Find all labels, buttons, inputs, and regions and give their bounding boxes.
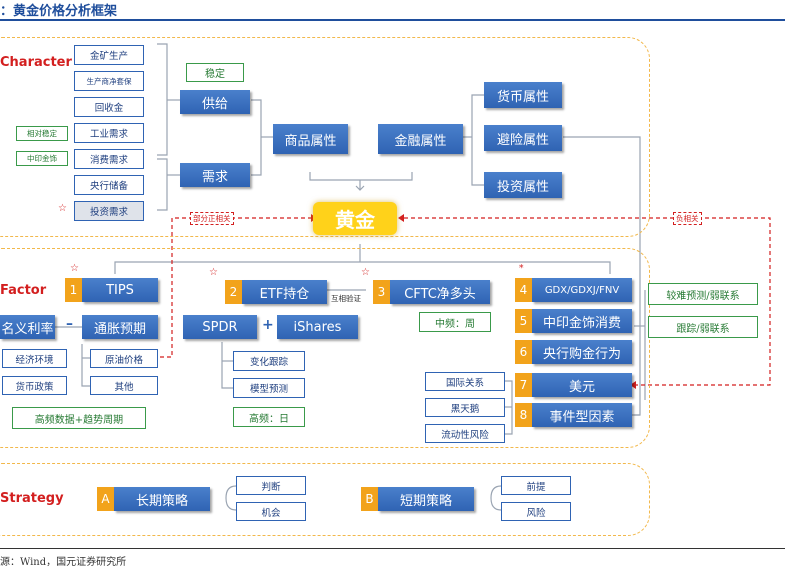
minus-sign: –	[66, 316, 73, 332]
inflation-expectation-box: 通胀预期	[82, 315, 158, 339]
strategy-label: Strategy	[0, 491, 64, 506]
consumer-demand-box: 消费需求	[74, 149, 144, 169]
character-label: Character	[0, 55, 72, 70]
investment-attribute-box: 投资属性	[484, 172, 562, 198]
track-weak-link-box: 跟踪/弱联系	[648, 316, 758, 338]
plus-sign: +	[262, 317, 274, 333]
star-icon: ☆	[58, 203, 67, 214]
gdx-box: GDX/GDXJ/FNV	[532, 278, 632, 302]
model-prediction-box: 模型预测	[233, 378, 305, 398]
industrial-demand-box: 工业需求	[74, 123, 144, 143]
gold-center-box: 黄金	[313, 202, 397, 235]
tips-box: TIPS	[82, 278, 158, 302]
event-factors-box: 事件型因素	[532, 403, 632, 427]
liquidity-risk-box: 流动性风险	[425, 424, 505, 443]
hf-data-trend-cycle-box: 高频数据+趋势周期	[12, 407, 146, 429]
risk-box: 风险	[501, 502, 571, 521]
gold-mine-production-box: 金矿生产	[74, 45, 144, 65]
hard-to-predict-box: 较难预测/弱联系	[648, 283, 758, 305]
source-note: 源：Wind，国元证券研究所	[0, 557, 127, 568]
nominal-rate-box: 名义利率	[0, 315, 55, 339]
international-relations-box: 国际关系	[425, 372, 505, 391]
black-swan-box: 黑天鹅	[425, 398, 505, 417]
star-icon: ☆	[70, 263, 79, 274]
mf-weekly-box: 中频：周	[419, 312, 491, 332]
factor-1-number: 1	[65, 278, 82, 302]
factor-2-number: 2	[225, 280, 242, 304]
title-rule	[0, 19, 785, 21]
supply-box: 供给	[180, 90, 250, 114]
economic-environment-box: 经济环境	[2, 349, 67, 368]
star-icon: ☆	[361, 267, 370, 278]
factor-8-number: 8	[515, 403, 532, 427]
page-title: ：黄金价格分析框架	[0, 4, 118, 19]
character-region	[0, 37, 650, 237]
recycled-gold-box: 回收金	[74, 97, 144, 117]
oil-price-box: 原油价格	[90, 349, 158, 368]
short-term-strategy-box: 短期策略	[378, 487, 474, 511]
long-term-strategy-box: 长期策略	[114, 487, 210, 511]
premise-box: 前提	[501, 476, 571, 495]
star-icon: *	[519, 264, 524, 274]
factor-5-number: 5	[515, 309, 532, 333]
demand-box: 需求	[180, 163, 250, 187]
strategy-b-letter: B	[361, 487, 378, 511]
relatively-stable-tag: 相对稳定	[16, 126, 68, 141]
central-bank-gold-buying-box: 央行购金行为	[532, 340, 632, 364]
currency-attribute-box: 货币属性	[484, 82, 562, 108]
commodity-attribute-box: 商品属性	[273, 124, 348, 154]
investment-demand-box: 投资需求	[74, 201, 144, 221]
strategy-region	[0, 463, 650, 536]
factor-7-number: 7	[515, 373, 532, 397]
opportunity-box: 机会	[236, 502, 306, 521]
china-india-jewelry-consumption-box: 中印金饰消费	[532, 309, 632, 333]
hf-daily-box: 高频：日	[233, 407, 305, 427]
safe-haven-attribute-box: 避险属性	[484, 125, 562, 151]
factor-6-number: 6	[515, 340, 532, 364]
judgment-box: 判断	[236, 476, 306, 495]
negative-correlation-label: 负相关	[673, 212, 702, 225]
factor-4-number: 4	[515, 278, 532, 302]
mutual-verification-label: 互相验证	[331, 294, 361, 303]
central-bank-reserve-box: 央行储备	[74, 175, 144, 195]
monetary-policy-box: 货币政策	[2, 376, 67, 395]
china-india-jewelry-tag: 中印金饰	[16, 151, 68, 166]
factor-3-number: 3	[373, 280, 390, 304]
factor-label: Factor	[0, 283, 47, 298]
footer-rule	[0, 548, 785, 549]
star-icon: ☆	[209, 267, 218, 278]
ishares-box: iShares	[277, 315, 358, 339]
spdr-box: SPDR	[183, 315, 257, 339]
stable-box: 稳定	[186, 63, 244, 82]
partial-positive-label: 部分正相关	[190, 212, 234, 225]
strategy-a-letter: A	[97, 487, 114, 511]
financial-attribute-box: 金融属性	[378, 124, 463, 154]
usd-box: 美元	[532, 373, 632, 397]
cftc-net-long-box: CFTC净多头	[390, 280, 490, 304]
factor-region	[0, 248, 650, 448]
etf-holdings-box: ETF持仓	[242, 280, 327, 304]
other-box: 其他	[90, 376, 158, 395]
producer-hedging-box: 生产商净套保	[74, 71, 144, 91]
change-tracking-box: 变化跟踪	[233, 351, 305, 371]
